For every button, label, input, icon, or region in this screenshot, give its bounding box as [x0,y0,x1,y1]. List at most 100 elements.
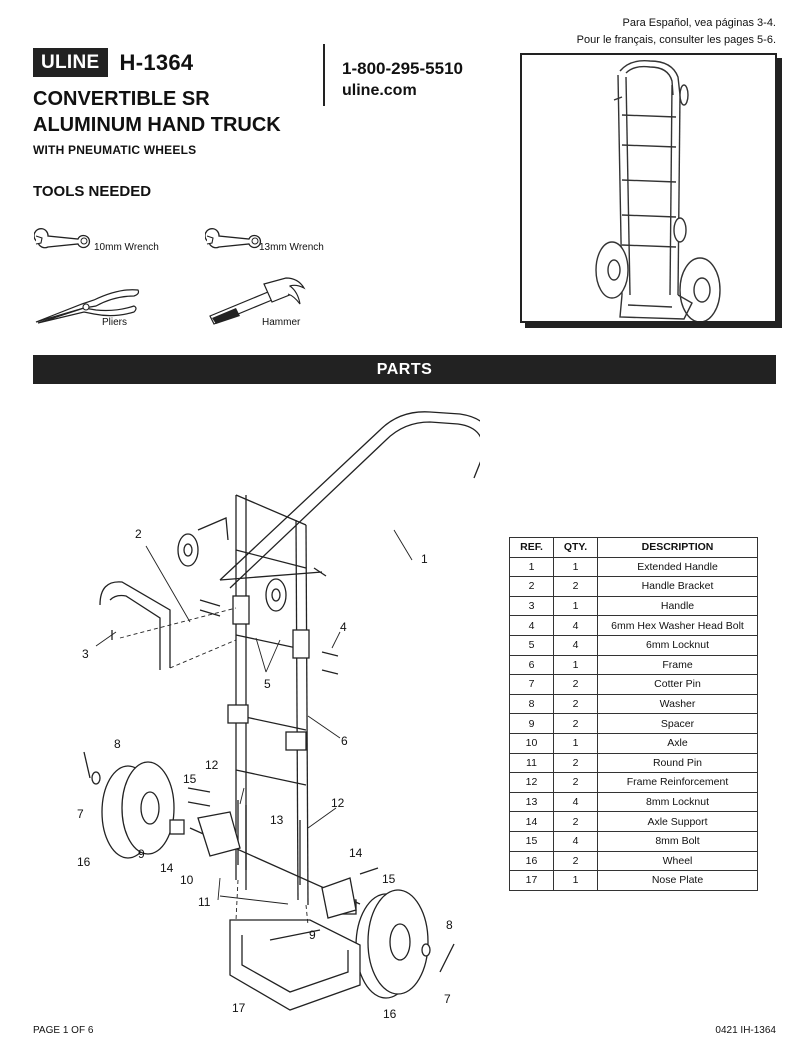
table-cell-ref: 5 [509,634,554,656]
table-cell-qty: 1 [553,654,598,676]
callout-1: 1 [421,552,428,566]
table-cell-ref: 1 [509,556,554,578]
table-cell-description: Extended Handle [597,556,758,578]
table-header-row: REF. QTY. DESCRIPTION [509,537,758,558]
table-cell-description: Frame Reinforcement [597,772,758,793]
table-cell-description: Wheel [597,850,758,872]
table-cell-qty: 1 [553,556,598,578]
page-number: PAGE 1 OF 6 [33,1025,94,1036]
column-header-qty: QTY. [553,537,598,558]
table-cell-ref: 7 [509,674,554,695]
callout-14: 14 [349,846,363,860]
table-cell-ref: 6 [509,654,554,676]
table-cell-description: Axle Support [597,811,758,832]
table-cell-description: Round Pin [597,752,758,774]
phone-number: 1-800-295-5510 [342,59,463,78]
callout-9: 9 [138,847,145,861]
column-header-description: DESCRIPTION [597,537,758,558]
table-cell-qty: 2 [553,752,598,774]
table-cell-description: 6mm Locknut [597,634,758,656]
tool-label-10mm-wrench: 10mm Wrench [94,242,159,253]
table-cell-qty: 4 [553,634,598,656]
callout-3: 3 [82,647,89,661]
table-cell-ref: 9 [509,713,554,734]
pliers-icon [35,289,140,324]
table-cell-qty: 2 [553,576,598,597]
callout-15: 15 [382,872,396,886]
title-line-1: CONVERTIBLE SR [33,88,210,110]
table-cell-ref: 16 [509,850,554,872]
website-link[interactable]: uline.com [342,82,417,99]
callout-8: 8 [114,737,121,751]
table-cell-description: Frame [597,654,758,676]
callout-16: 16 [77,855,91,869]
page-subtitle: WITH PNEUMATIC WHEELS [33,143,197,157]
callout-17: 17 [232,1001,246,1015]
table-cell-description: 8mm Locknut [597,791,758,813]
table-cell-description: Washer [597,693,758,715]
callout-2: 2 [135,527,142,541]
model-number: H-1364 [119,49,194,75]
table-cell-ref: 12 [509,772,554,793]
header-divider [323,44,325,106]
product-illustration [520,53,777,323]
table-cell-qty: 4 [553,615,598,636]
hand-truck-illustration [595,60,721,323]
contact-block: 1-800-295-5510 uline.com [342,58,463,102]
table-cell-ref: 11 [509,752,554,774]
table-cell-description: 8mm Bolt [597,830,758,852]
table-cell-ref: 14 [509,811,554,832]
table-cell-ref: 4 [509,615,554,636]
table-cell-description: Handle Bracket [597,576,758,597]
callout-8: 8 [446,918,453,932]
document-code: 0421 IH-1364 [715,1025,776,1036]
table-cell-ref: 8 [509,693,554,715]
table-cell-description: Spacer [597,713,758,734]
spanish-note: Para Español, vea páginas 3-4. [622,17,777,29]
table-cell-description: Nose Plate [597,870,758,891]
table-cell-description: Cotter Pin [597,674,758,695]
tool-label-13mm-wrench: 13mm Wrench [259,242,324,253]
table-cell-qty: 4 [553,830,598,852]
page-title: CONVERTIBLE SR ALUMINUM HAND TRUCK [33,86,281,138]
callout-12: 12 [205,758,219,772]
exploded-parts-diagram [83,411,480,1011]
callout-9: 9 [309,928,316,942]
table-cell-qty: 1 [553,870,598,891]
table-cell-qty: 2 [553,713,598,734]
table-cell-qty: 2 [553,693,598,715]
table-cell-ref: 15 [509,830,554,852]
table-cell-qty: 2 [553,811,598,832]
callout-13: 13 [270,813,284,827]
table-cell-qty: 2 [553,772,598,793]
table-cell-qty: 2 [553,674,598,695]
column-header-ref: REF. [509,537,554,558]
callout-16: 16 [383,1007,397,1021]
callout-7: 7 [77,807,84,821]
table-cell-description: Axle [597,732,758,754]
table-cell-ref: 2 [509,576,554,597]
parts-section-header: PARTS [33,355,776,384]
hammer-icon [209,277,306,325]
uline-logo: ULINE [33,48,108,77]
callout-4: 4 [340,620,347,634]
table-cell-qty: 1 [553,732,598,754]
callout-15: 15 [183,772,197,786]
table-cell-ref: 10 [509,732,554,754]
table-cell-ref: 3 [509,595,554,617]
table-cell-qty: 4 [553,791,598,813]
title-line-2: ALUMINUM HAND TRUCK [33,114,281,136]
